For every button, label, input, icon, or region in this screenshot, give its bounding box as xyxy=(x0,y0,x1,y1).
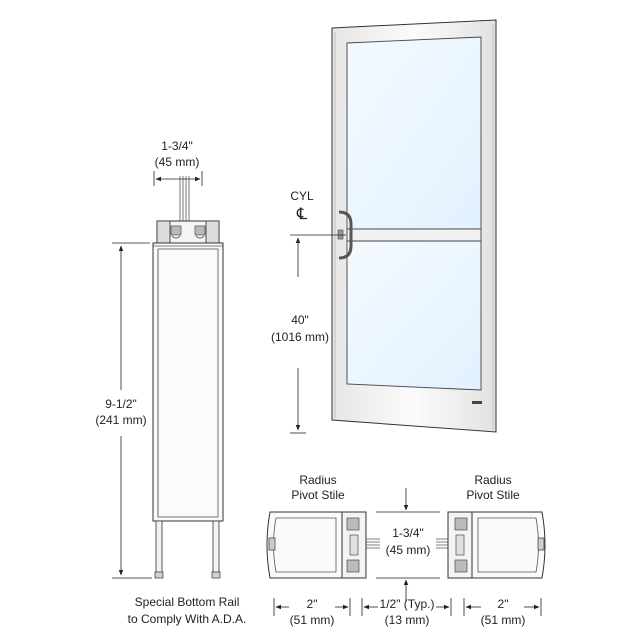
rail-bottom-legs xyxy=(154,520,221,579)
right-width-mm-label: (51 mm) xyxy=(481,613,526,627)
door-elevation: CYL ℄ 40" (1016 mm) xyxy=(271,19,497,434)
left-width-label: 2" xyxy=(307,597,318,611)
center-width-mm-label: (45 mm) xyxy=(386,543,431,557)
door-mid-rail xyxy=(346,228,482,242)
cyl-label: CYL xyxy=(290,189,314,203)
right-radius-stile xyxy=(447,511,546,579)
pivot-stile-section: Radius Pivot Stile Radius Pivot Stile xyxy=(266,473,546,627)
door-upper-glass xyxy=(346,36,482,230)
rail-body xyxy=(152,242,224,522)
pull-handle-icon xyxy=(337,210,353,260)
door-lower-glass xyxy=(346,240,482,391)
glazing-lines xyxy=(179,176,190,226)
left-stile-title-line1: Radius xyxy=(299,473,336,487)
rail-caption-line1: Special Bottom Rail xyxy=(135,595,240,609)
rail-top-width-label: 1-3/4" xyxy=(161,139,193,153)
rail-height-label: 9-1/2" xyxy=(105,397,137,411)
left-stile-title-line2: Pivot Stile xyxy=(291,488,345,502)
rail-glazing-stop xyxy=(156,220,220,247)
bottom-rail-section: 1-3/4" (45 mm) xyxy=(95,139,246,626)
centerline-symbol: ℄ xyxy=(296,206,308,223)
rail-top-width-mm-label: (45 mm) xyxy=(155,155,200,169)
left-radius-stile xyxy=(266,511,367,579)
right-width-label: 2" xyxy=(498,597,509,611)
left-width-mm-label: (51 mm) xyxy=(290,613,335,627)
right-stile-title-line2: Pivot Stile xyxy=(466,488,520,502)
right-stile-title-line1: Radius xyxy=(474,473,511,487)
rail-height-mm-label: (241 mm) xyxy=(95,413,146,427)
door-height-mm-label: (1016 mm) xyxy=(271,330,329,344)
gap-label: 1/2" (Typ.) xyxy=(380,597,435,611)
center-width-label: 1-3/4" xyxy=(392,526,424,540)
gap-mm-label: (13 mm) xyxy=(385,613,430,627)
rail-caption-line2: to Comply With A.D.A. xyxy=(128,612,247,626)
bottom-hardware-icon xyxy=(472,401,482,404)
door-height-label: 40" xyxy=(291,313,309,327)
center-label-bg xyxy=(380,522,436,560)
